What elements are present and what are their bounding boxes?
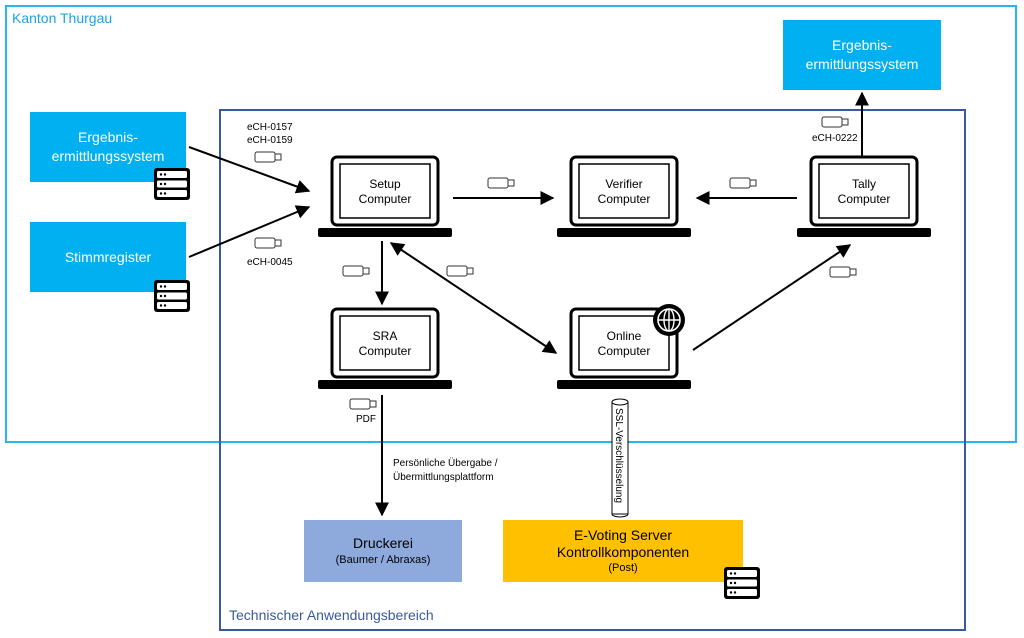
arrow-ergebnis-to-setup: [188, 146, 311, 194]
region-kanton-thurgau: [5, 5, 1017, 443]
arrow-stimmregister-to-setup: [188, 205, 311, 258]
tally-computer-label: Tally Computer: [819, 177, 909, 207]
evoting-subtitle: Kontrollkomponenten: [556, 544, 690, 560]
ech-0222-label: eCH-0222: [812, 133, 858, 144]
label-line: Online: [606, 329, 642, 343]
laptop-icon: [318, 155, 452, 237]
arrow-setup-online-bidirectional: [389, 242, 558, 354]
usb-stick-icon: [254, 151, 282, 163]
evoting-title: E-Voting Server: [573, 527, 673, 543]
druckerei-subtitle: (Baumer / Abraxas): [335, 554, 431, 566]
setup-computer-label: Setup Computer: [340, 177, 430, 207]
ech-0045-label: eCH-0045: [247, 257, 293, 268]
region-technischer-anwendungsbereich: [219, 109, 966, 631]
label-line: Tally: [851, 177, 876, 191]
region-label-technisch: Technischer Anwendungsbereich: [229, 607, 434, 623]
region-label-kanton: Kanton Thurgau: [12, 10, 113, 26]
usb-stick-icon: [487, 177, 515, 189]
label-line: Computer: [597, 344, 651, 358]
box-line: Ergebnis-: [78, 129, 138, 145]
label-line: Computer: [358, 344, 412, 358]
arrow-online-to-tally: [692, 244, 852, 351]
handover-label-line1: Persönliche Übergabe /: [393, 458, 498, 469]
online-computer-label: Online Computer: [579, 329, 669, 359]
usb-stick-icon: [446, 265, 474, 277]
usb-stick-icon: [254, 237, 282, 249]
usb-stick-icon: [349, 398, 377, 410]
ssl-verschluesselung-label: SSL-Verschlüsselung: [613, 408, 624, 504]
sra-computer-label: SRA Computer: [340, 329, 430, 359]
server-icon: [154, 168, 190, 200]
label-line: Computer: [597, 192, 651, 206]
server-icon: [154, 280, 190, 312]
handover-label-line2: Übermittlungsplattform: [393, 472, 494, 483]
label-line: Verifier: [605, 177, 643, 191]
label-line: Computer: [358, 192, 412, 206]
box-line: Stimmregister: [64, 249, 152, 265]
label-line: SRA: [372, 329, 398, 343]
box-line: ermittlungssystem: [51, 148, 165, 164]
server-icon: [724, 567, 760, 599]
globe-icon: [653, 304, 685, 336]
usb-stick-icon: [729, 177, 757, 189]
label-line: Setup: [369, 177, 401, 191]
evoting-server-box: E-Voting Server Kontrollkomponenten (Pos…: [503, 520, 743, 582]
laptop-icon: [557, 155, 691, 237]
pdf-label: PDF: [356, 414, 376, 425]
druckerei-box: Druckerei (Baumer / Abraxas): [304, 520, 462, 582]
druckerei-title: Druckerei: [353, 535, 413, 551]
verifier-computer-label: Verifier Computer: [579, 177, 669, 207]
evoting-owner: (Post): [608, 562, 638, 574]
laptop-icon: [318, 307, 452, 389]
ergebnisermittlungssystem-box-top: Ergebnis- ermittlungssystem: [783, 20, 941, 90]
ech-0157-label: eCH-0157: [247, 122, 293, 133]
box-line: Ergebnis-: [832, 37, 892, 53]
box-line: ermittlungssystem: [805, 56, 919, 72]
usb-stick-icon: [821, 116, 849, 128]
ssl-cylinder: [611, 398, 629, 518]
usb-stick-icon: [829, 266, 857, 278]
laptop-icon: [797, 155, 931, 237]
label-line: Computer: [837, 192, 891, 206]
usb-stick-icon: [342, 265, 370, 277]
ech-0159-label: eCH-0159: [247, 135, 293, 146]
